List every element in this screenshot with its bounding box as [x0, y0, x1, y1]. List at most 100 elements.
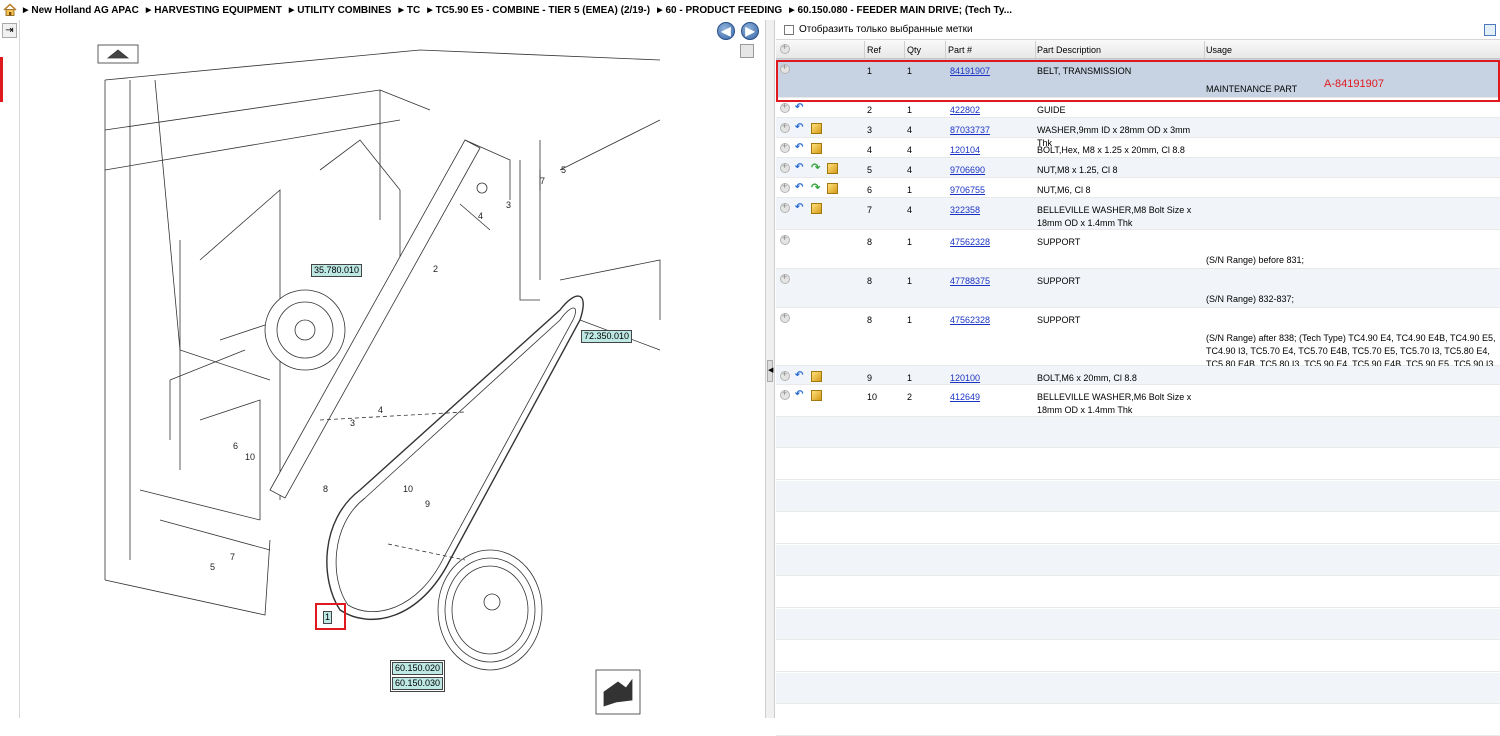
column-description[interactable]: Part Description: [1037, 45, 1102, 55]
collapse-panel-icon[interactable]: ⇥: [2, 23, 17, 38]
back-arrow-icon[interactable]: ↶: [795, 370, 804, 381]
back-arrow-icon[interactable]: ↶: [795, 202, 804, 213]
part-box-icon[interactable]: [811, 390, 822, 401]
callout-reference[interactable]: 72.350.010: [581, 330, 633, 343]
breadcrumb-item[interactable]: ▶60.150.080 - FEEDER MAIN DRIVE; (Tech T…: [789, 4, 1013, 16]
column-part-number[interactable]: Part #: [948, 45, 973, 55]
callout-reference[interactable]: 60.150.020: [392, 662, 444, 675]
breadcrumb-item[interactable]: ▶60 - PRODUCT FEEDING: [657, 4, 783, 16]
home-icon[interactable]: [3, 3, 17, 17]
column-qty[interactable]: Qty: [907, 45, 922, 55]
parts-list-pane: Отобразить только выбранные метки Ref Qt…: [776, 20, 1500, 736]
part-box-icon[interactable]: [811, 143, 822, 154]
part-number-link[interactable]: 47562328: [950, 237, 991, 247]
callout-selected[interactable]: 1: [323, 611, 333, 624]
back-arrow-icon[interactable]: ↶: [795, 162, 804, 173]
breadcrumb-item[interactable]: ▶UTILITY COMBINES: [288, 4, 392, 16]
part-box-icon[interactable]: [811, 203, 822, 214]
expand-all-icon[interactable]: [780, 42, 790, 54]
breadcrumb-item[interactable]: ▶HARVESTING EQUIPMENT: [145, 4, 282, 16]
expand-row-icon[interactable]: [780, 272, 790, 284]
callout-reference[interactable]: 35.780.010: [311, 264, 363, 277]
expand-row-icon[interactable]: [780, 62, 790, 74]
expand-row-icon[interactable]: [780, 121, 790, 133]
row-qty: 1: [907, 105, 913, 115]
pane-splitter[interactable]: ◀: [765, 20, 775, 718]
expand-row-icon[interactable]: [780, 388, 790, 400]
part-number-link[interactable]: 9706690: [950, 165, 986, 175]
breadcrumb-item[interactable]: ▶TC: [398, 4, 421, 16]
previous-page-icon[interactable]: ◀: [717, 22, 735, 40]
drawing-label: 10: [245, 452, 255, 462]
fullscreen-button[interactable]: [740, 44, 754, 58]
back-arrow-icon[interactable]: ↶: [795, 102, 804, 113]
expand-row-icon[interactable]: [780, 233, 790, 245]
expand-row-icon[interactable]: [780, 201, 790, 213]
row-ref: 9: [867, 373, 873, 383]
row-usage: (S/N Range) before 831;: [1206, 255, 1305, 265]
callout-reference[interactable]: 60.150.030: [392, 677, 444, 690]
column-ref[interactable]: Ref: [867, 45, 882, 55]
empty-row: [776, 513, 1500, 544]
forward-arrow-icon[interactable]: ↷: [811, 162, 821, 174]
expand-row-icon[interactable]: [780, 181, 790, 193]
expand-row-icon[interactable]: [780, 311, 790, 323]
empty-row: [776, 705, 1500, 736]
drawing-label: 9: [425, 499, 430, 509]
back-arrow-icon[interactable]: ↶: [795, 122, 804, 133]
back-arrow-icon[interactable]: ↶: [795, 182, 804, 193]
back-arrow-icon[interactable]: ↶: [795, 142, 804, 153]
part-number-link[interactable]: 120104: [950, 145, 981, 155]
filter-checkbox[interactable]: [784, 24, 794, 35]
part-number-link[interactable]: 84191907: [950, 66, 991, 76]
column-usage[interactable]: Usage: [1206, 45, 1233, 55]
part-box-icon[interactable]: [811, 123, 822, 134]
back-arrow-icon[interactable]: ↶: [795, 389, 804, 400]
forward-arrow-icon[interactable]: ↷: [811, 182, 821, 194]
exploded-view-drawing: 5 7 3 4 2 4 3 6 10 8 10 9 7 5: [97, 44, 661, 715]
expand-row-icon[interactable]: [780, 369, 790, 381]
part-number-link[interactable]: 47562328: [950, 315, 991, 325]
expand-row-icon[interactable]: [780, 101, 790, 113]
empty-row: [776, 641, 1500, 672]
next-page-icon[interactable]: ▶: [741, 22, 759, 40]
list-view-icon[interactable]: [1484, 24, 1496, 36]
part-box-icon[interactable]: [827, 163, 838, 174]
row-description: SUPPORT: [1037, 276, 1081, 286]
row-ref: 8: [867, 276, 873, 286]
expand-row-icon[interactable]: [780, 141, 790, 153]
part-box-icon[interactable]: [827, 183, 838, 194]
part-number-link[interactable]: 120100: [950, 373, 981, 383]
breadcrumb-item[interactable]: ▶TC5.90 E5 - COMBINE - TIER 5 (EMEA) (2/…: [427, 4, 651, 16]
row-qty: 4: [907, 145, 913, 155]
part-number-link[interactable]: 9706755: [950, 185, 986, 195]
part-number-link[interactable]: 322358: [950, 205, 981, 215]
part-number-link[interactable]: 47788375: [950, 276, 991, 286]
row-usage: (S/N Range) after 838; (Tech Type) TC4.9…: [1206, 333, 1496, 369]
part-number-link[interactable]: 422802: [950, 105, 981, 115]
part-box-icon[interactable]: [811, 371, 822, 382]
filter-label[interactable]: Отобразить только выбранные метки: [799, 24, 973, 35]
drawing-label: 4: [478, 211, 483, 221]
row-ref: 7: [867, 205, 873, 215]
part-number-link[interactable]: 412649: [950, 392, 981, 402]
selected-item-marker[interactable]: 1: [315, 603, 346, 630]
drawing-pane[interactable]: ◀ ▶: [20, 20, 765, 718]
part-number-link[interactable]: 87033737: [950, 125, 991, 135]
expand-row-icon[interactable]: [780, 161, 790, 173]
breadcrumb-item[interactable]: ▶New Holland AG APAC: [23, 4, 139, 16]
collapse-left-icon[interactable]: ◀: [767, 360, 773, 382]
row-description: NUT,M6, Cl 8: [1037, 185, 1091, 195]
